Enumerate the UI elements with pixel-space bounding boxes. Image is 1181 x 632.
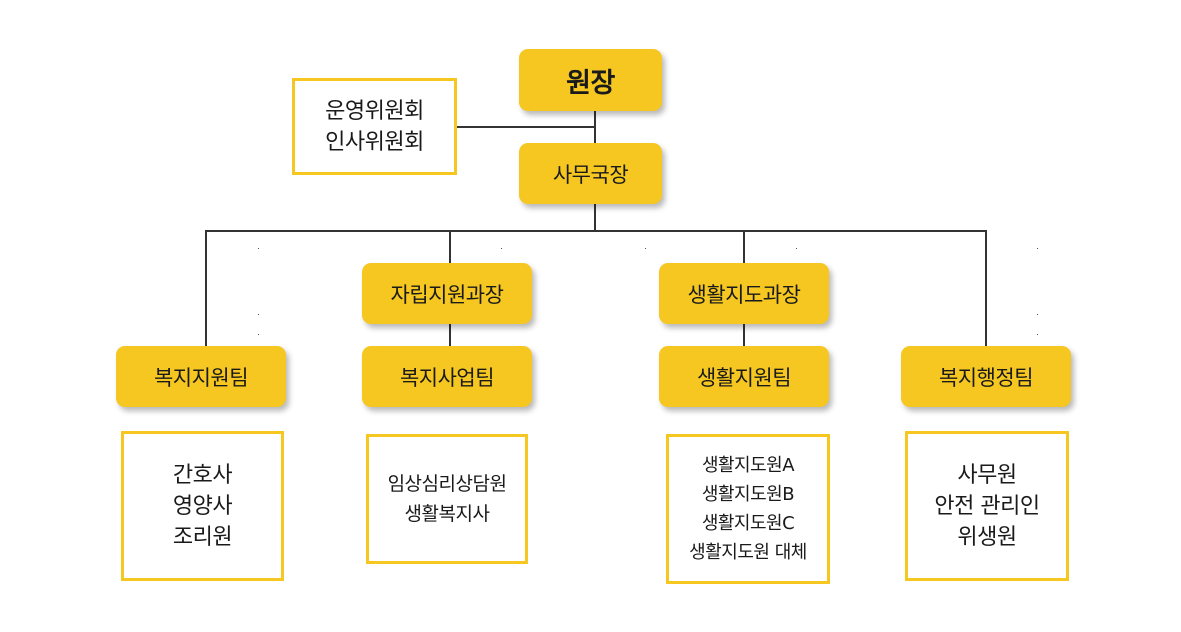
staff-item: 생활지도원C xyxy=(701,513,795,534)
staff-item: 조리원 xyxy=(172,524,233,550)
connector-independence-welfare-business xyxy=(449,324,451,346)
connector-bus-independence xyxy=(449,230,451,263)
staff-item: 생활복지사 xyxy=(404,503,490,525)
decor-dot xyxy=(258,314,259,315)
staff-item: 생활지도원B xyxy=(701,484,795,505)
decor-dot xyxy=(1037,314,1038,315)
staff-welfare-support-box: 간호사 영양사 조리원 xyxy=(121,431,284,581)
connector-bus-welfare-admin xyxy=(985,230,987,346)
committee-operating: 운영위원회 xyxy=(325,98,424,124)
staff-living-support-box: 생활지도원A 생활지도원B 생활지도원C 생활지도원 대체 xyxy=(666,434,830,584)
team-living-support-label: 생활지원팀 xyxy=(696,365,792,390)
connector-living-living-support xyxy=(743,324,745,346)
staff-welfare-admin-box: 사무원 안전 관리인 위생원 xyxy=(905,431,1069,581)
decor-dot xyxy=(1037,334,1038,335)
team-welfare-support-box: 복지지원팀 xyxy=(116,346,286,407)
team-living-support-box: 생활지원팀 xyxy=(659,346,829,407)
decor-dot xyxy=(645,248,646,249)
staff-item: 사무원 xyxy=(957,462,1017,488)
connector-secretary-bus xyxy=(594,204,596,231)
decor-dot xyxy=(501,248,502,249)
connector-bus xyxy=(205,230,987,232)
chief-living-box: 생활지도과장 xyxy=(659,263,829,324)
decor-dot xyxy=(258,248,259,249)
staff-item: 위생원 xyxy=(957,524,1017,550)
staff-item: 임상심리상담원 xyxy=(387,473,507,495)
team-welfare-admin-box: 복지행정팀 xyxy=(901,346,1071,407)
connector-committee xyxy=(456,126,596,128)
staff-item: 생활지도원A xyxy=(701,455,795,476)
chief-living-label: 생활지도과장 xyxy=(687,282,801,307)
director-label: 원장 xyxy=(566,67,615,99)
secretary-general-label: 사무국장 xyxy=(552,162,629,187)
chief-independence-box: 자립지원과장 xyxy=(362,263,532,324)
staff-item: 간호사 xyxy=(172,462,233,488)
connector-bus-living xyxy=(743,230,745,263)
team-welfare-admin-label: 복지행정팀 xyxy=(938,365,1034,390)
staff-item: 안전 관리인 xyxy=(934,493,1040,519)
decor-dot xyxy=(258,334,259,335)
team-welfare-business-label: 복지사업팀 xyxy=(399,365,495,390)
staff-item: 영양사 xyxy=(172,493,233,519)
secretary-general-box: 사무국장 xyxy=(519,143,662,204)
decor-dot xyxy=(1037,248,1038,249)
committee-personnel: 인사위원회 xyxy=(325,129,424,155)
staff-item: 생활지도원 대체 xyxy=(689,542,807,563)
connector-bus-welfare-support xyxy=(205,230,207,346)
director-box: 원장 xyxy=(519,49,662,111)
decor-dot xyxy=(796,248,797,249)
chief-independence-label: 자립지원과장 xyxy=(390,282,504,307)
team-welfare-business-box: 복지사업팀 xyxy=(362,346,532,407)
committee-box: 운영위원회 인사위원회 xyxy=(292,78,457,175)
staff-welfare-business-box: 임상심리상담원 생활복지사 xyxy=(366,434,528,564)
team-welfare-support-label: 복지지원팀 xyxy=(153,365,249,390)
